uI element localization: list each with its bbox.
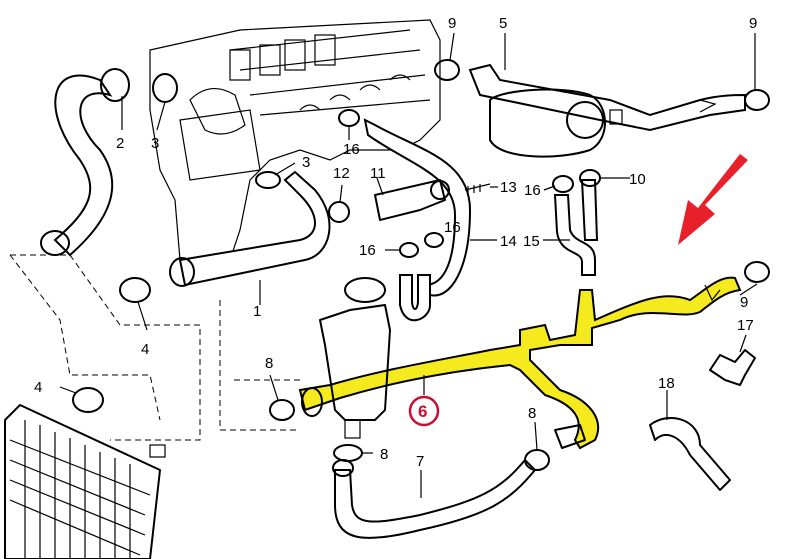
callout-12: 12 — [333, 165, 350, 182]
hose-6-highlighted — [298, 276, 742, 450]
expansion-tank — [301, 277, 391, 439]
direction-arrow — [678, 154, 748, 245]
callout-13: 13 — [500, 179, 517, 196]
valve-part-11 — [374, 179, 491, 221]
callout-2: 2 — [116, 135, 124, 152]
callout-18: 18 — [658, 375, 675, 392]
hose-1 — [169, 170, 331, 287]
callout-5: 5 — [499, 15, 507, 32]
hose-2 — [40, 68, 130, 257]
callout-3-right: 3 — [302, 154, 310, 171]
callout-1: 1 — [253, 303, 261, 320]
callout-16-right: 16 — [524, 182, 541, 199]
callout-9-top-right: 9 — [749, 15, 757, 32]
callout-10: 10 — [629, 171, 646, 188]
hoses-14-15 — [363, 118, 599, 322]
callout-8-bottom: 8 — [380, 446, 388, 463]
callout-14: 14 — [500, 233, 517, 250]
callout-4-lower: 4 — [34, 379, 42, 396]
callout-8-right: 8 — [528, 405, 536, 422]
callout-leaders — [59, 32, 758, 498]
hose-7 — [332, 458, 537, 539]
dashed-leader-lines — [9, 254, 300, 441]
engine-block — [149, 19, 441, 261]
hose-5 — [468, 63, 746, 158]
callout-8-left: 8 — [265, 355, 273, 372]
callout-16-center: 16 — [444, 219, 461, 236]
callout-9-top-left: 9 — [448, 15, 456, 32]
radiator — [4, 404, 166, 559]
callout-15: 15 — [523, 233, 540, 250]
callout-16-left: 16 — [359, 242, 376, 259]
holder-part-17 — [709, 349, 756, 386]
strap-part-18 — [649, 416, 731, 491]
callout-11: 11 — [370, 165, 386, 182]
callout-17: 17 — [737, 317, 754, 334]
highlight-circle — [408, 395, 440, 427]
callout-7: 7 — [416, 453, 424, 470]
callout-labels: 2 3 3 1 4 4 9 5 9 16 12 11 13 16 16 14 1… — [34, 15, 757, 470]
callout-4-upper: 4 — [141, 341, 149, 358]
callout-6-highlighted: 6 — [418, 402, 427, 421]
callout-9-mid-right: 9 — [740, 294, 748, 311]
callout-16-top: 16 — [343, 141, 360, 158]
callout-3-left: 3 — [151, 135, 159, 152]
